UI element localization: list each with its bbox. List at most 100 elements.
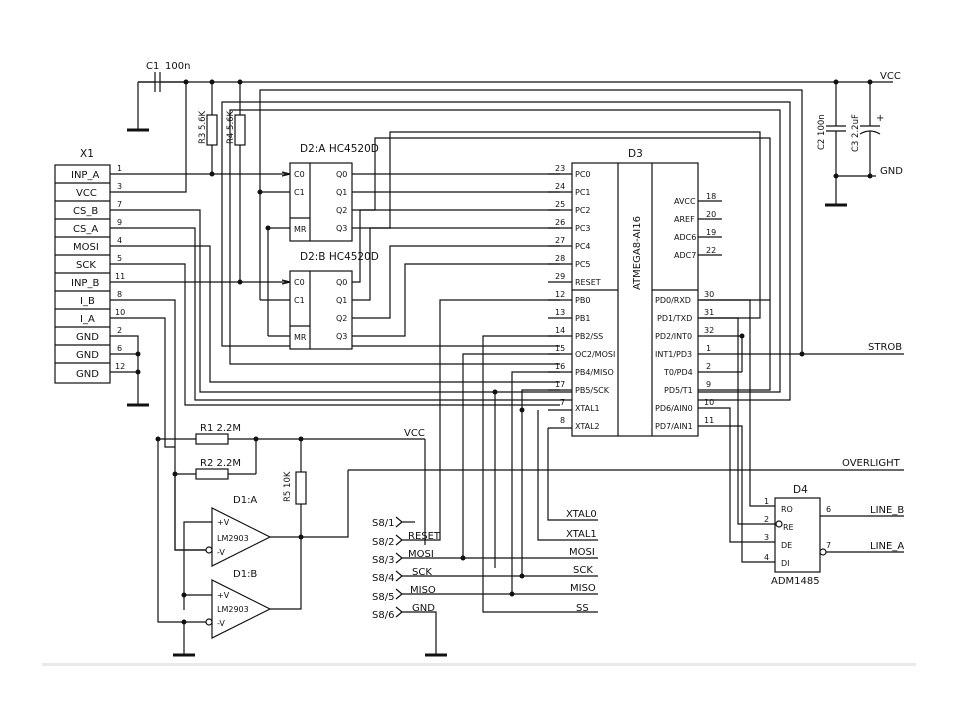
header-s8: S8/1 S8/2 S8/3 S8/4 S8/5 S8/6 RESET MOSI… (372, 299, 598, 657)
d3-part: ATMEGA8-AI16 (632, 216, 643, 290)
d3-pin-name: PD1/TXD (657, 314, 692, 323)
d3-pin-num: 27 (555, 236, 565, 245)
d1a-ref: D1:A (233, 495, 257, 506)
d3-pin-name: PB4/MISO (575, 368, 614, 377)
x1-pin-num: 9 (117, 218, 122, 227)
d3-pin-name: ADC6 (674, 233, 696, 242)
x1-pin-num: 1 (117, 164, 122, 173)
x1-wiring (110, 82, 791, 551)
vcc-rail: VCC (138, 71, 901, 85)
x1-pin-label: MOSI (73, 242, 99, 253)
x1-pin-num: 11 (115, 272, 125, 281)
s8-net-label: MISO (410, 585, 436, 596)
d3-pin-num: 8 (560, 416, 565, 425)
d3-pin-num: 19 (706, 228, 716, 237)
d3-pin-name: PC0 (575, 170, 591, 179)
d3-pin-num: 23 (555, 164, 565, 173)
d2a-label: D2:A HC4520D (300, 143, 379, 155)
resistor-r4: R4 5.6K (226, 82, 246, 282)
x1-pin-num: 4 (117, 236, 122, 245)
d3-pin-num: 7 (560, 398, 565, 407)
d2a-pin: Q3 (336, 224, 347, 233)
capacitor-c3: + C3 2.2uF GND (836, 82, 903, 179)
s8-net-label: SCK (412, 567, 432, 578)
x1-pin-label: GND (76, 350, 99, 361)
d3-pin-num: 9 (706, 380, 711, 389)
d1a-part: LM2903 (217, 534, 249, 543)
overlight-label: OVERLIGHT (842, 458, 901, 469)
x1-pin-num: 12 (115, 362, 125, 371)
d4-pin-num: 2 (764, 515, 769, 524)
d3-pin-name: T0/PD4 (663, 368, 693, 377)
d3-pin-name: PC1 (575, 188, 591, 197)
s8-pin-ref: S8/3 (372, 555, 394, 566)
d3-pin-name: PC3 (575, 224, 591, 233)
d3-power-pins: AVCC AREF ADC6 ADC7 18 20 19 22 (674, 192, 722, 260)
d1b-part: LM2903 (217, 605, 249, 614)
x1-pin-label: I_B (80, 296, 95, 307)
d2a-pin: Q0 (336, 170, 347, 179)
s8-net-label: GND (412, 603, 435, 614)
x1-pin-label: INP_A (71, 170, 99, 181)
d4-pin-name: DI (781, 559, 790, 568)
x1-pin-num: 8 (117, 290, 122, 299)
d1b-minus: -V (217, 619, 225, 628)
d3-pin-num: 20 (706, 210, 716, 219)
d3-pin-name: PB2/SS (575, 332, 603, 341)
d3-pin-num: 14 (555, 326, 565, 335)
d3-pin-name: PC4 (575, 242, 591, 251)
d2b-pin: C0 (294, 278, 305, 287)
d3-pin-name: XTAL2 (575, 422, 600, 431)
x1-pin-num: 7 (117, 200, 122, 209)
r5-label: R5 10K (283, 471, 293, 502)
r3-label: R3 5.6K (198, 110, 208, 144)
d3-pin-num: 29 (555, 272, 565, 281)
x1-pin-label: INP_B (71, 278, 99, 289)
r2-label: R2 2.2M (200, 458, 241, 469)
d3-pin-name: PB5/SCK (575, 386, 610, 395)
c1-value: 100n (165, 61, 190, 72)
s8-net-label: RESET (408, 531, 441, 542)
s8-pin-ref: S8/2 (372, 537, 394, 548)
d3-pin-num: 26 (555, 218, 565, 227)
d2b-pin: C1 (294, 296, 305, 305)
d3-pin-num: 28 (555, 254, 565, 263)
net-label: XTAL1 (566, 529, 597, 540)
d4-pin-name: RO (781, 505, 793, 514)
d2b-pin: Q0 (336, 278, 347, 287)
s8-pin-ref: S8/4 (372, 573, 394, 584)
d2a-pin: Q1 (336, 188, 347, 197)
d3-pin-name: AVCC (674, 197, 696, 206)
d1b-ref: D1:B (233, 569, 257, 580)
d3-pin-num: 24 (555, 182, 565, 191)
d3-pin-name: OC2/MOSI (575, 350, 615, 359)
r4-label: R4 5.6K (226, 110, 236, 144)
d3-pin-name: PD6/AIN0 (655, 404, 693, 413)
d3-pin-name: AREF (674, 215, 695, 224)
net-label: MOSI (569, 547, 595, 558)
gnd-right-label: GND (880, 166, 903, 177)
d2b-pin: Q2 (336, 314, 347, 323)
x1-pin-num: 5 (117, 254, 122, 263)
r1-label: R1 2.2M (200, 423, 241, 434)
d3-pin-num: 11 (704, 416, 714, 425)
s8-pin-ref: S8/1 (372, 518, 394, 529)
d3-right-pins: PD0/RXD PD1/TXD PD2/INT0 INT1/PD3 T0/PD4… (655, 290, 714, 431)
d3-ref: D3 (628, 148, 643, 160)
d3-pin-num: 16 (555, 362, 565, 371)
s8-net-label: MOSI (408, 549, 434, 560)
d3-pin-num: 2 (706, 362, 711, 371)
d3-pin-name: PD2/INT0 (655, 332, 692, 341)
d3-pin-num: 10 (704, 398, 714, 407)
comparator-d1b: D1:B +V LM2903 -V (157, 439, 302, 657)
capacitor-c2: C2 100n (817, 82, 847, 207)
d3-pin-num: 15 (555, 344, 565, 353)
counter-d2b: D2:B HC4520D C0 C1 MR Q0 Q1 Q2 Q3 (260, 251, 379, 350)
x1-pin-num: 10 (115, 308, 125, 317)
x1-pin-num: 6 (117, 344, 122, 353)
x1-pin-num: 3 (117, 182, 122, 191)
d3-pin-num: 22 (706, 246, 716, 255)
resistor-r5: R5 10K (283, 439, 307, 537)
resistor-r1: R1 2.2M VCC (155, 423, 426, 545)
